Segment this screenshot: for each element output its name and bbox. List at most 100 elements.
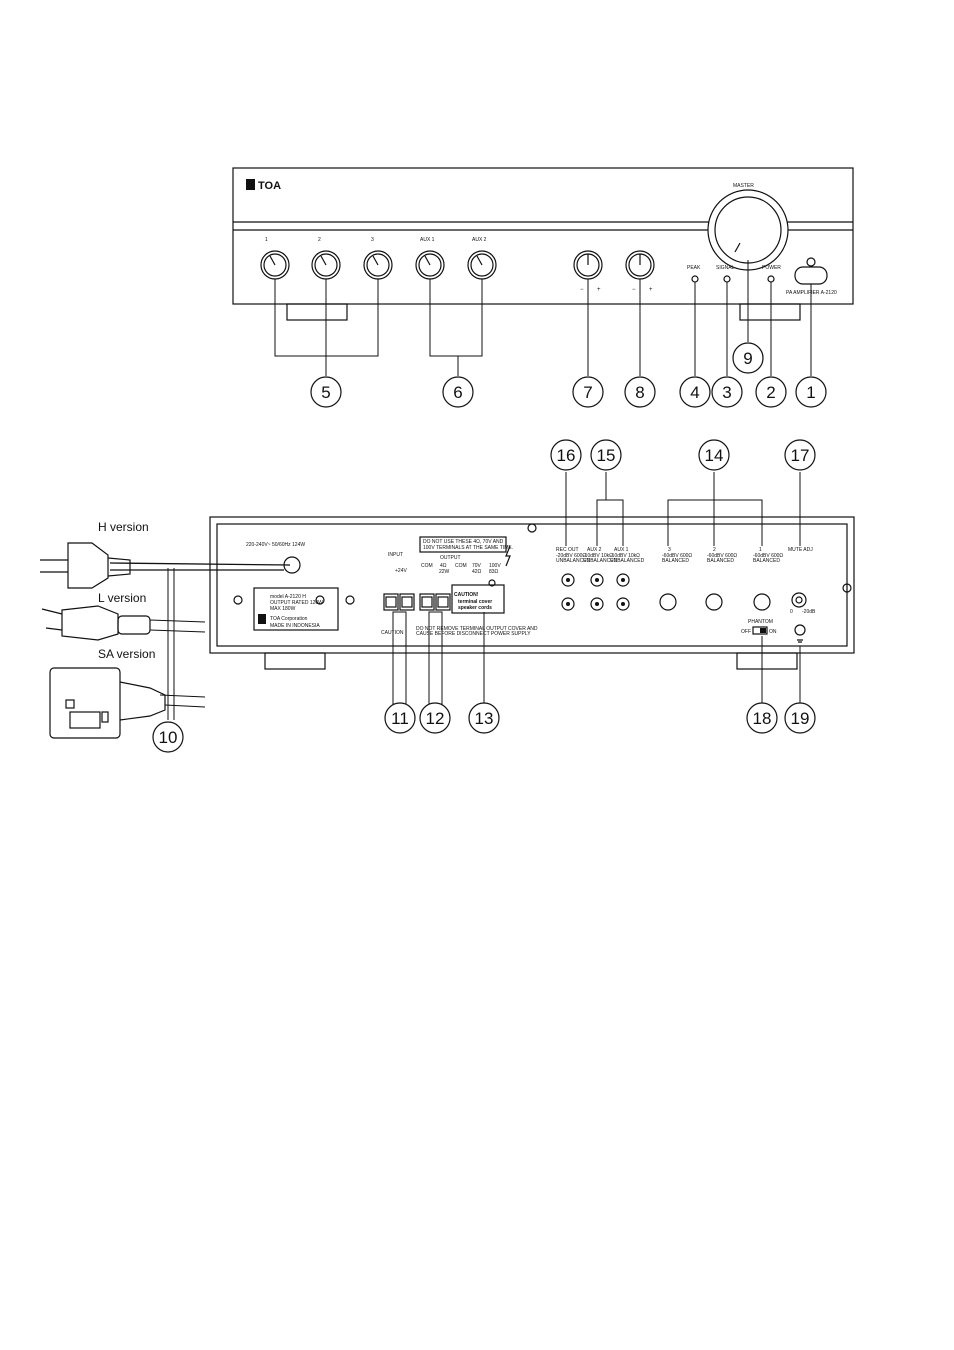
mute-adj-label: MUTE ADJ xyxy=(788,547,813,553)
toa-logo-icon xyxy=(246,179,255,190)
ground-icon xyxy=(797,639,803,643)
mic1-jack-label: 1 xyxy=(759,547,762,553)
aux2-type: UNBALANCED xyxy=(583,558,618,564)
power-cords xyxy=(109,562,291,720)
aux1-spec: -10dBV 10kΩ xyxy=(610,553,640,559)
h-version-label: H version xyxy=(98,520,149,534)
power-switch xyxy=(794,266,828,285)
input-voltage-label: +24V xyxy=(395,568,407,574)
mute-adjust-control xyxy=(791,592,807,608)
rec-out-jack-bottom xyxy=(561,597,575,611)
callout-circle-9 xyxy=(732,342,764,374)
front-foot-left xyxy=(286,303,348,321)
callout-circle-16 xyxy=(550,439,582,471)
aux1-jack-label: AUX 1 xyxy=(614,547,629,553)
callout-18: 18 xyxy=(753,709,772,728)
screw-icon xyxy=(488,579,496,587)
aux1-type: UNBALANCED xyxy=(610,558,645,564)
mic2-input-jack xyxy=(705,593,723,611)
rca-jacks xyxy=(561,573,630,611)
peak-label: PEAK xyxy=(687,265,701,271)
mic2-spec: -60dBV 600Ω xyxy=(707,553,737,559)
output-label: OUTPUT xyxy=(440,555,461,561)
caution-terminal-cover xyxy=(451,584,505,614)
terminal-input-minus xyxy=(383,593,399,611)
rear-panel: 220-240V~ 50/60Hz 124W model A-2120 H OU… xyxy=(209,516,855,670)
model-plate xyxy=(253,587,339,631)
corp-line-1: TOA Corporation xyxy=(270,616,308,622)
corp-line-2: MADE IN INDONESIA xyxy=(270,623,320,629)
callout-17: 17 xyxy=(791,446,810,465)
mute-scale-20: -20dB xyxy=(802,609,816,615)
callout-14: 14 xyxy=(705,446,724,465)
output-terminal-100v: 100V xyxy=(489,563,501,569)
knob-pointer xyxy=(476,255,483,266)
terminal-input-plus xyxy=(399,593,415,611)
callout-circle-4 xyxy=(679,376,711,408)
knob-pointer xyxy=(424,255,431,266)
callout-11: 11 xyxy=(391,709,409,728)
knob-label-aux1: AUX 1 xyxy=(420,237,435,243)
callout-9: 9 xyxy=(743,349,752,368)
master-knob-pointer xyxy=(734,242,741,253)
caution-label: CAUTION xyxy=(381,630,404,636)
mic1-type: BALANCED xyxy=(753,558,780,564)
callout-circle-18 xyxy=(746,702,778,734)
bass-minus-label: − xyxy=(580,287,584,293)
bass-plus-label: + xyxy=(597,287,601,293)
caution-box-line-2: speaker cords xyxy=(458,605,492,611)
output-terminal-4ohm: 4Ω xyxy=(440,563,447,569)
power-symbol-icon xyxy=(806,257,816,267)
rec-out-spec: -20dBV 600Ω xyxy=(556,553,586,559)
aux2-knob-inner xyxy=(470,253,494,277)
knob-label-aux2: AUX 2 xyxy=(472,237,487,243)
toa-logo-icon xyxy=(258,614,266,624)
aux2-jack-label: AUX 2 xyxy=(587,547,602,553)
callout-circle-17 xyxy=(784,439,816,471)
callout-circle-10 xyxy=(152,721,184,753)
l-version-plug xyxy=(41,605,151,641)
callout-3: 3 xyxy=(722,383,731,402)
caution-box-line-1: terminal cover xyxy=(458,599,492,605)
model-plate-line-3: MAX 180W xyxy=(270,606,296,612)
knob-label-3: 3 xyxy=(371,237,374,243)
sa-version-label: SA version xyxy=(98,647,155,661)
knob-pointer xyxy=(269,255,276,266)
model-plate-line-1: model A-2120 H xyxy=(270,594,306,600)
callout-8: 8 xyxy=(635,383,644,402)
h-version-plug xyxy=(40,542,131,589)
rec-out-jack-top xyxy=(561,573,575,587)
callout-circle-11 xyxy=(384,702,416,734)
aux2-jack-top xyxy=(590,573,604,587)
output-terminal-70v: 70V xyxy=(472,563,482,569)
treble-minus-label: − xyxy=(632,287,636,293)
phantom-label: PHANTOM xyxy=(748,619,773,625)
knob-label-2: 2 xyxy=(318,237,321,243)
terminal-output-com xyxy=(419,593,435,611)
terminal-block xyxy=(383,593,451,611)
mic3-spec: -60dBV 600Ω xyxy=(662,553,692,559)
phantom-off-label: OFF xyxy=(741,629,751,635)
ground-terminal xyxy=(794,624,806,636)
treble-plus-label: + xyxy=(649,287,653,293)
front-callouts: 5 6 7 8 4 3 9 2 1 xyxy=(310,342,827,408)
mic1-input-jack xyxy=(753,593,771,611)
callout-10: 10 xyxy=(159,728,178,747)
master-knob-outer xyxy=(707,189,789,271)
callout-circle-14 xyxy=(698,439,730,471)
model-plate-line-2: OUTPUT RATED 120W xyxy=(270,600,323,606)
aux2-jack-bottom xyxy=(590,597,604,611)
callout-circle-7 xyxy=(572,376,604,408)
knob-pointer xyxy=(372,255,379,266)
rear-panel-outline xyxy=(209,516,855,654)
mic3-knob-inner xyxy=(366,253,390,277)
mic1-spec: -60dBV 600Ω xyxy=(753,553,783,559)
knob-label-1: 1 xyxy=(265,237,268,243)
caution-box-title: CAUTION! xyxy=(454,592,479,598)
warning-line-2: 100V TERMINALS AT THE SAME TIME. xyxy=(423,545,513,551)
front-panel-outline xyxy=(232,167,854,305)
mic2-jack-label: 2 xyxy=(713,547,716,553)
brand-label: TOA xyxy=(258,180,281,192)
rec-out-type: UNBALANCED xyxy=(556,558,591,564)
callout-13: 13 xyxy=(475,709,494,728)
